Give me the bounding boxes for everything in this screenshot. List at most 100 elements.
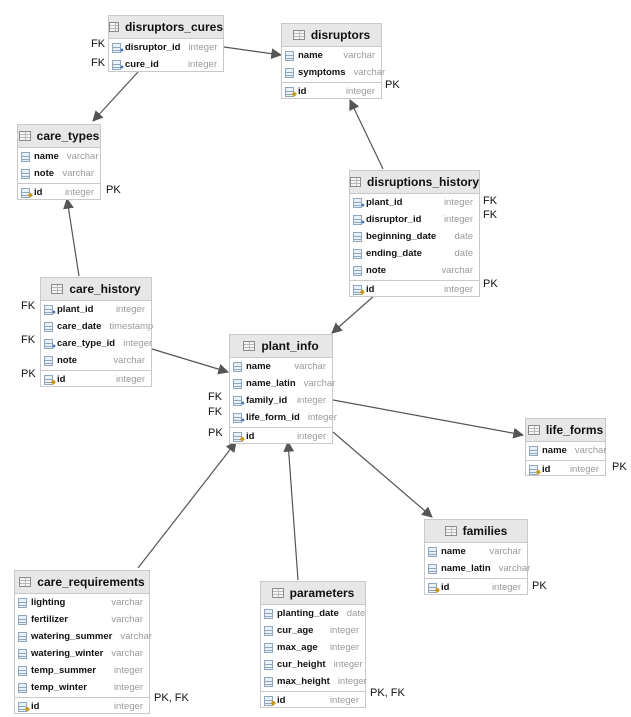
field-name: family_id: [246, 395, 288, 406]
field-type: integer: [333, 659, 363, 670]
field-type: integer: [113, 682, 143, 693]
field-name: planting_date: [277, 608, 339, 619]
field-type: integer: [443, 197, 473, 208]
field-row: name_latin varchar: [425, 560, 530, 577]
field-type: varchar: [498, 563, 531, 574]
edge-plant-info-to-life-forms: [332, 399, 525, 439]
field-type: integer: [113, 701, 143, 712]
pk-label: PK: [532, 580, 547, 592]
field-type: integer: [329, 642, 359, 653]
pk-column-icon: ◆: [529, 464, 541, 476]
table-title: families: [462, 524, 508, 538]
pk-label: PK: [483, 278, 498, 290]
field-name: temp_winter: [31, 682, 87, 693]
column-icon: [428, 546, 437, 557]
pk-label: PK: [21, 368, 36, 380]
field-name: life_form_id: [246, 412, 300, 423]
column-icon: [264, 625, 273, 636]
fk-label: FK: [483, 195, 498, 207]
table-icon: [444, 526, 457, 536]
pk-column-icon: ◆: [233, 431, 245, 443]
field-name: id: [366, 284, 375, 295]
field-name: name: [34, 151, 59, 162]
field-type: varchar: [113, 355, 145, 366]
column-icon: [18, 648, 27, 659]
field-name: name_latin: [441, 563, 491, 574]
field-name: fertilizer: [31, 614, 68, 625]
table-icon: [243, 341, 256, 351]
field-name: id: [441, 582, 450, 593]
field-name: name: [441, 546, 466, 557]
field-type: integer: [115, 374, 145, 385]
field-type: integer: [307, 412, 337, 423]
column-icon: [285, 50, 294, 61]
table-icon: [19, 577, 32, 587]
field-type: integer: [337, 676, 367, 687]
field-type: integer: [443, 284, 473, 295]
pk-fk-label: PK, FK: [370, 687, 405, 699]
column-icon: [18, 665, 27, 676]
table-header: families: [425, 520, 527, 543]
field-type: varchar: [111, 614, 143, 625]
field-name: max_age: [277, 642, 318, 653]
field-name: care_date: [57, 321, 102, 332]
table-title: plant_info: [261, 339, 319, 353]
column-icon: [529, 445, 538, 456]
edge-plant-info-to-families: [332, 431, 433, 518]
fk-column-icon: ●: [233, 412, 245, 424]
field-name: beginning_date: [366, 231, 437, 242]
field-row: ●life_form_id integer: [230, 409, 337, 426]
field-name: cur_age: [277, 625, 314, 636]
field-name: lighting: [31, 597, 66, 608]
pk-label: PK: [385, 79, 400, 91]
edge-disruptions-history-to-disruptors: [349, 99, 384, 170]
edge-care-history-to-plant-info: [151, 348, 230, 375]
field-name: note: [366, 265, 387, 276]
field-row: temp_winter integer: [15, 679, 149, 696]
edge-care-history-to-care-types: [63, 197, 80, 277]
field-type: varchar: [489, 546, 521, 557]
column-icon: [18, 631, 27, 642]
field-type: varchar: [111, 648, 144, 659]
table-icon: [109, 22, 119, 32]
pk-column-icon: ◆: [264, 695, 276, 707]
field-type: integer: [491, 582, 521, 593]
pk-label: PK: [106, 184, 121, 196]
edge-disruptions-history-to-plant-info: [331, 294, 376, 334]
pk-fk-label: PK, FK: [154, 692, 189, 704]
column-icon: [18, 682, 27, 693]
field-type: integer: [113, 665, 143, 676]
table-title: life_forms: [545, 423, 604, 437]
table-title: care_history: [69, 282, 141, 296]
column-icon: [428, 563, 437, 574]
table-title: disruptors_cures: [124, 20, 223, 34]
edge-disruptors-cures-to-care-types: [92, 71, 139, 122]
column-icon: [21, 151, 30, 162]
